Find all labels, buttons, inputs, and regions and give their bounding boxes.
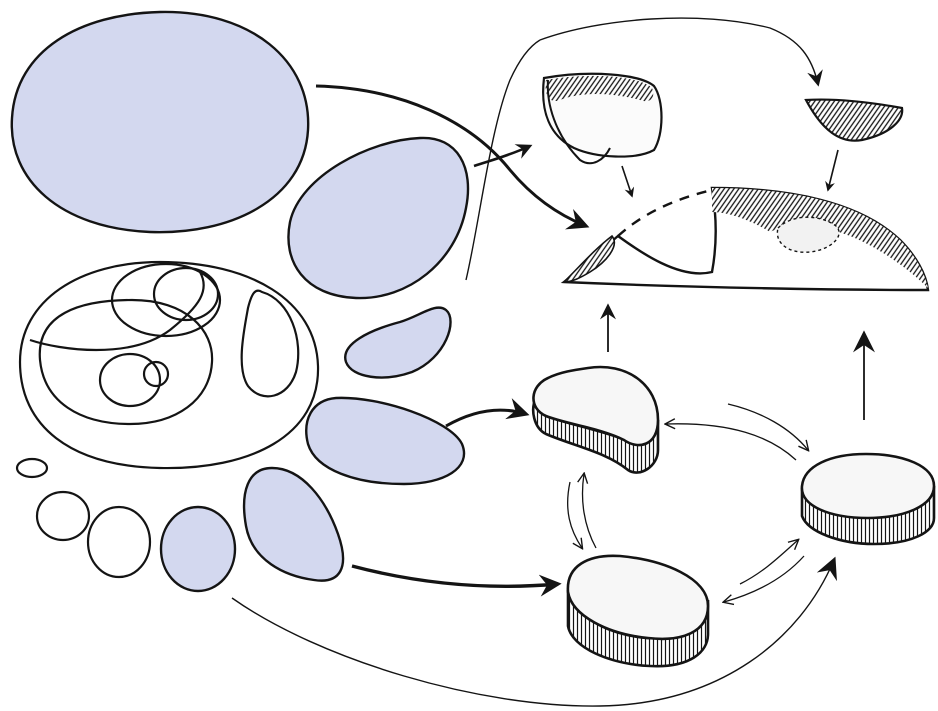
- inner-crescent: [242, 291, 299, 397]
- disc-right-top: [802, 454, 934, 518]
- arrow-pair-lower-b: [724, 556, 804, 602]
- blue-blob-small-tilted: [345, 308, 450, 378]
- disc-top-middle: [533, 367, 658, 473]
- outer-oval: [20, 262, 318, 468]
- arrow-pair-upper-b: [666, 424, 796, 460]
- arrow-blob-to-disc-top: [446, 410, 526, 426]
- disc-right: [802, 454, 934, 544]
- outline-oval-medium: [88, 507, 150, 577]
- arrow-pair-upper-a: [728, 404, 808, 450]
- inner-circle-mid: [100, 354, 160, 406]
- blue-blob-upper-mid: [288, 138, 468, 298]
- blue-blob-mid: [306, 398, 464, 484]
- disc-bottom-middle: [568, 556, 708, 666]
- fragment-wing: [806, 100, 902, 141]
- arrow-blob-to-cup: [474, 146, 530, 166]
- arrow-cup-to-dome: [622, 166, 632, 196]
- arrow-pair-lower-a: [740, 540, 798, 584]
- outline-oval-tiny: [17, 459, 47, 477]
- dome-dashed-edge: [618, 190, 712, 236]
- fragment-cup: [543, 74, 661, 163]
- arrow-pair-vertical-a: [568, 482, 582, 548]
- blue-blob-round: [161, 507, 235, 591]
- arrow-blob-to-disc-bottom: [352, 566, 558, 586]
- inner-circle-top: [154, 268, 218, 320]
- arrow-pair-vertical-b: [583, 474, 597, 548]
- assembled-dome: [564, 188, 928, 290]
- nested-outline-shape: [20, 262, 318, 468]
- outline-oval-group: [17, 459, 150, 577]
- blue-blob-lower: [244, 468, 343, 581]
- blue-blob-large: [12, 12, 308, 232]
- arrow-wing-to-dome: [828, 150, 838, 190]
- outline-oval-small: [37, 492, 89, 540]
